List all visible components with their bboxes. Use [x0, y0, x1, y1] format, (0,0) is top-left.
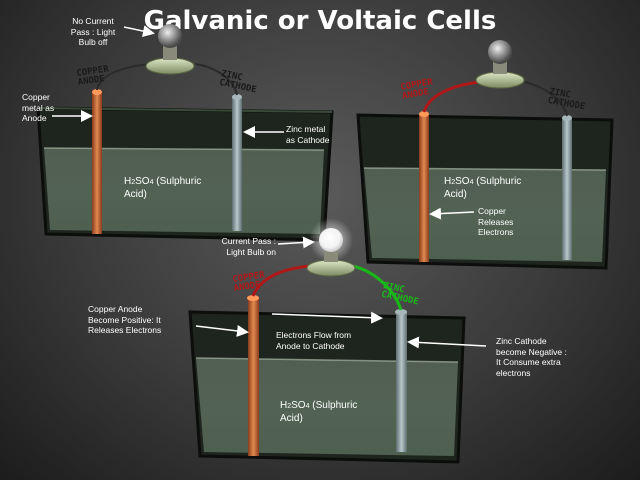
zinc-cathode-negative-note-3: Zinc Cathode become Negative : It Consum…	[496, 336, 567, 378]
bulb-on-note-3: Current Pass : Light Bulb on	[221, 236, 276, 257]
red-wire-3	[251, 264, 311, 297]
bulb-on-icon	[306, 218, 356, 277]
copper-rod-cap-1	[92, 89, 102, 95]
zinc-rod-2	[562, 118, 572, 260]
arrow-zinc-note-3	[407, 336, 487, 349]
arrow-bulb-note-3	[277, 236, 315, 249]
copper-anode-note-1: Copper metal as Anode	[22, 92, 55, 123]
cell-panel-2	[356, 40, 614, 270]
wire-left-1	[96, 63, 151, 91]
arrow-copper-note-2	[429, 207, 475, 220]
zinc-rod-cap-2	[562, 115, 572, 121]
acid-label-2: H2SO4 (Sulphuric Acid)	[444, 176, 522, 200]
bulb-off-note-1: No Current Pass : Light Bulb off	[70, 16, 116, 47]
wire-right-1	[194, 63, 238, 96]
zinc-rod-cap-3	[395, 309, 407, 315]
copper-rod-3	[248, 298, 259, 456]
acid-label-3: H2SO4 (Sulphuric Acid)	[280, 400, 358, 424]
black-wire-2	[524, 81, 568, 117]
copper-rod-1	[92, 92, 102, 234]
bulb-off-icon	[145, 24, 195, 75]
red-wire-2	[422, 80, 481, 113]
copper-rod-2	[419, 114, 429, 262]
page-title: Galvanic or Voltaic Cells	[143, 6, 497, 36]
bulb-off-icon-2	[475, 40, 525, 89]
zinc-rod-1	[232, 97, 242, 231]
electron-flow-arrow	[271, 311, 383, 324]
green-wire-3	[351, 264, 403, 311]
copper-rod-cap-3	[247, 295, 259, 301]
zinc-cathode-note-1: Zinc metal as Cathode	[286, 124, 330, 145]
arrow-bulb-note-1	[123, 25, 155, 37]
arrow-copper-note-3	[195, 324, 249, 337]
zinc-rod-cap-1	[232, 94, 242, 100]
copper-anode-positive-note-3: Copper Anode Become Positive: It Release…	[88, 304, 162, 335]
acid-label-1: H2SO4 (Sulphuric Acid)	[124, 176, 202, 200]
cell-panel-3	[188, 218, 466, 464]
copper-rod-cap-2	[419, 111, 429, 117]
copper-releases-note-2: Copper Releases Electrons	[478, 206, 514, 237]
zinc-rod-3	[396, 312, 407, 452]
electron-flow-note-3: Electrons Flow from Anode to Cathode	[276, 330, 352, 351]
